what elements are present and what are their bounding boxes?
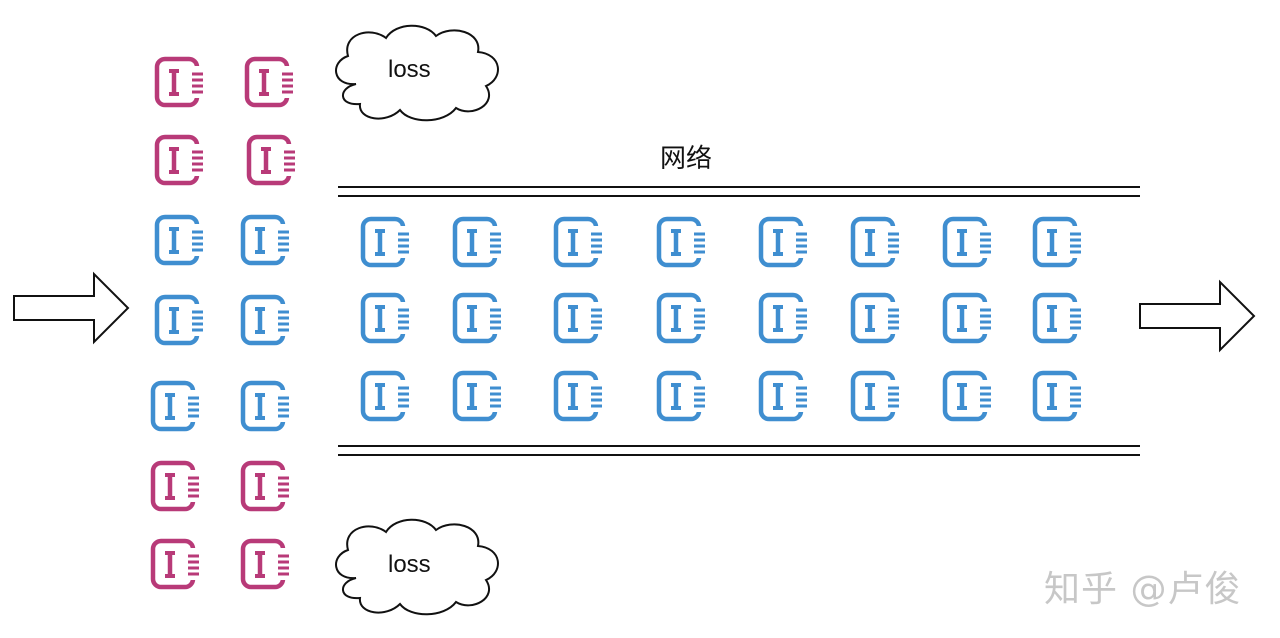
network-node-icon xyxy=(1032,292,1086,346)
network-title: 网络 xyxy=(660,144,713,174)
sample-icon xyxy=(240,460,294,514)
network-node-icon xyxy=(850,216,904,270)
network-node-icon xyxy=(360,370,414,424)
sample-icon xyxy=(240,380,294,434)
network-bottom-rail-2 xyxy=(338,454,1140,456)
network-node-icon xyxy=(942,292,996,346)
sample-icon xyxy=(240,214,294,268)
loss-label-bottom: loss xyxy=(388,551,431,578)
sample-icon xyxy=(154,294,208,348)
network-node-icon xyxy=(942,216,996,270)
network-node-icon xyxy=(942,370,996,424)
network-node-icon xyxy=(656,216,710,270)
network-top-rail-2 xyxy=(338,195,1140,197)
sample-icon xyxy=(154,134,208,188)
network-node-icon xyxy=(452,292,506,346)
network-node-icon xyxy=(758,216,812,270)
sample-icon xyxy=(240,538,294,592)
output-arrow-icon xyxy=(1139,279,1256,353)
sample-icon xyxy=(154,56,208,110)
sample-icon xyxy=(150,380,204,434)
network-top-rail-1 xyxy=(338,186,1140,188)
network-node-icon xyxy=(360,216,414,270)
network-node-icon xyxy=(553,370,607,424)
loss-cloud-top xyxy=(335,24,499,122)
network-node-icon xyxy=(1032,216,1086,270)
network-node-icon xyxy=(1032,370,1086,424)
network-node-icon xyxy=(758,292,812,346)
network-node-icon xyxy=(553,292,607,346)
network-node-icon xyxy=(758,370,812,424)
network-node-icon xyxy=(360,292,414,346)
sample-icon xyxy=(154,214,208,268)
network-node-icon xyxy=(850,370,904,424)
network-node-icon xyxy=(850,292,904,346)
network-node-icon xyxy=(452,216,506,270)
loss-label-top: loss xyxy=(388,56,431,83)
network-bottom-rail-1 xyxy=(338,445,1140,447)
network-node-icon xyxy=(452,370,506,424)
loss-cloud-bottom xyxy=(335,518,499,616)
sample-icon xyxy=(244,56,298,110)
watermark: 知乎 @卢俊 xyxy=(1044,569,1242,610)
sample-icon xyxy=(240,294,294,348)
sample-icon xyxy=(246,134,300,188)
network-node-icon xyxy=(553,216,607,270)
input-arrow-icon xyxy=(13,271,130,345)
network-node-icon xyxy=(656,370,710,424)
sample-icon xyxy=(150,538,204,592)
network-node-icon xyxy=(656,292,710,346)
sample-icon xyxy=(150,460,204,514)
